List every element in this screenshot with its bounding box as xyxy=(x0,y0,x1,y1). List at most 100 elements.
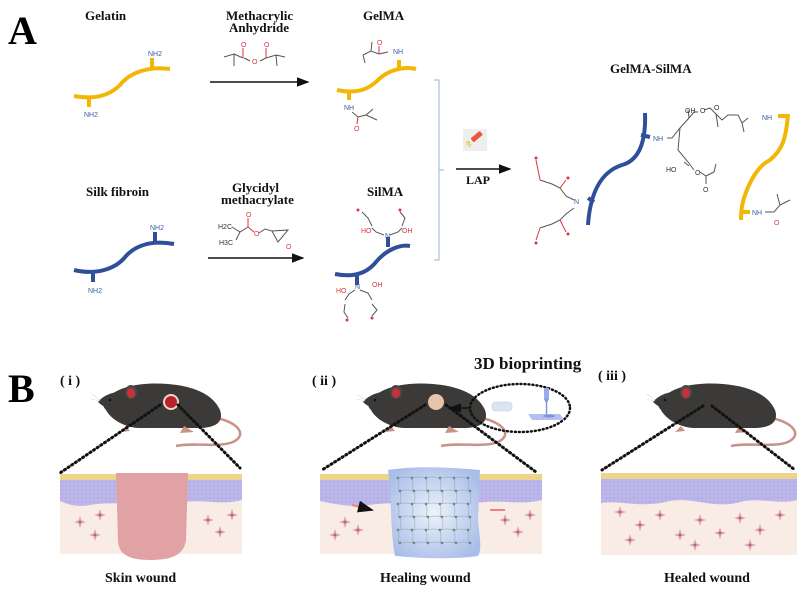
skin-cross-section xyxy=(60,473,242,560)
gelma-silma-structure: GelMA-SilMA NH NH NH OH HO O O O O O N xyxy=(534,61,791,245)
crosslink-agent: LAP xyxy=(466,173,490,187)
hydrogel-scaffold xyxy=(388,467,481,559)
gelma-nh-top: NH xyxy=(393,49,403,56)
gelma-o-top: O xyxy=(377,40,383,47)
product-nh-gel-top: NH xyxy=(762,115,772,122)
reagent-methacrylic-anhydride: Methacrylic Anhydride O O O xyxy=(210,8,310,87)
product-gelatin-chain xyxy=(739,113,790,221)
product-n: N xyxy=(574,199,579,206)
network-link xyxy=(411,477,414,492)
zoom-lines xyxy=(58,403,242,475)
network-link xyxy=(413,516,416,531)
reagent-glycidyl-methacrylate: Glycidyl methacrylate H2C H3C O O O xyxy=(208,180,305,263)
silk-chain xyxy=(73,240,175,274)
silma-structure: SilMA N N HO OH HO OH xyxy=(334,184,413,322)
merge-bracket xyxy=(434,79,444,261)
hydrogel-network xyxy=(396,476,472,545)
network-link xyxy=(455,516,458,531)
stage-3-roman: ( iii ) xyxy=(598,369,626,384)
product-o-5: O xyxy=(774,220,780,227)
gelma-chain xyxy=(336,66,417,94)
silma-chain xyxy=(334,243,411,278)
network-link xyxy=(427,490,430,505)
gelatin-structure: Gelatin NH2 NH2 xyxy=(73,8,171,119)
silk-nh2-top: NH2 xyxy=(150,225,164,232)
stage-3-caption: Healed wound xyxy=(664,571,750,586)
silma-ho-2: HO xyxy=(336,288,347,295)
network-link xyxy=(397,477,400,492)
network-link xyxy=(453,529,456,544)
hydrogel-site xyxy=(428,394,444,410)
product-o-4: O xyxy=(703,187,709,194)
panel-a-label: A xyxy=(8,8,37,53)
stage-healed-wound: ( iii ) Healed wound xyxy=(598,369,797,586)
panel-b-label: B xyxy=(8,366,35,411)
silk-nh2-bottom: NH2 xyxy=(88,288,102,295)
skin-cross-section xyxy=(320,467,542,559)
bioprinting-ellipse xyxy=(468,382,572,434)
network-link xyxy=(413,490,416,505)
product-o-3: O xyxy=(695,170,701,177)
network-link xyxy=(425,477,428,492)
anhydride-o3: O xyxy=(264,42,270,49)
network-link xyxy=(439,503,442,518)
product-o-2: O xyxy=(714,105,720,112)
silma-n-top: N xyxy=(385,233,390,240)
anhydride-o1: O xyxy=(241,42,247,49)
gma-o-epoxide: O xyxy=(286,244,292,251)
gelatin-title: Gelatin xyxy=(85,8,127,23)
gma-o-carbonyl: O xyxy=(246,212,252,219)
gelma-structure: GelMA O NH NH O xyxy=(336,8,417,133)
product-nh-gel-bottom: NH xyxy=(752,210,762,217)
bioprinting-title: 3D bioprinting xyxy=(474,354,582,373)
silma-n-bottom: N xyxy=(355,284,360,291)
gelma-o-bottom: O xyxy=(354,126,360,133)
network-link xyxy=(399,490,402,505)
network-link xyxy=(425,503,428,518)
stage-healing-wound: ( ii ) Healing wound xyxy=(312,374,542,586)
product-silk-chain xyxy=(586,112,648,226)
gelma-title: GelMA xyxy=(363,8,405,23)
network-link xyxy=(441,516,444,531)
network-node xyxy=(468,541,472,545)
stage-1-caption: Skin wound xyxy=(105,571,176,586)
reagent-2-line2: methacrylate xyxy=(221,192,294,207)
scaffold-icon xyxy=(491,401,513,412)
network-link xyxy=(469,516,472,531)
gma-h3c: H3C xyxy=(219,240,233,247)
mouse-icon xyxy=(644,382,797,448)
gma-h2c: H2C xyxy=(218,224,232,231)
crosslink-step: LAP xyxy=(456,129,512,187)
silma-oh-2: OH xyxy=(372,282,383,289)
network-link xyxy=(427,516,430,531)
anhydride-o2: O xyxy=(252,59,258,66)
zoom-lines xyxy=(320,403,538,474)
network-link xyxy=(411,503,414,518)
silma-oh-1: OH xyxy=(402,228,413,235)
gelatin-nh2-top: NH2 xyxy=(148,51,162,58)
stage-2-caption: Healing wound xyxy=(380,571,471,586)
network-link xyxy=(467,529,470,544)
stage-1-roman: ( i ) xyxy=(60,374,81,389)
uv-torch-icon xyxy=(465,131,483,148)
silk-fibroin-structure: Silk fibroin NH2 NH2 xyxy=(73,184,175,295)
product-nh-silk: NH xyxy=(653,136,663,143)
bioprinter-nozzle-icon xyxy=(528,388,564,420)
product-o-1: O xyxy=(700,108,706,115)
reagent-1-line1: Methacrylic xyxy=(226,8,293,23)
bioprinting-callout: 3D bioprinting xyxy=(448,354,582,434)
network-link xyxy=(397,503,400,518)
reagent-2-line1: Glycidyl xyxy=(232,180,279,195)
gelatin-nh2-bottom: NH2 xyxy=(84,112,98,119)
network-link xyxy=(397,529,400,544)
silk-title: Silk fibroin xyxy=(86,184,150,199)
gma-o-ester: O xyxy=(254,231,260,238)
wound-bed xyxy=(116,473,188,560)
network-link xyxy=(467,477,470,492)
gelma-nh-bottom: NH xyxy=(344,105,354,112)
silma-ho-1: HO xyxy=(361,228,372,235)
network-link xyxy=(453,477,456,492)
reagent-1-line2: Anhydride xyxy=(229,20,289,35)
zoom-lines xyxy=(600,404,797,472)
